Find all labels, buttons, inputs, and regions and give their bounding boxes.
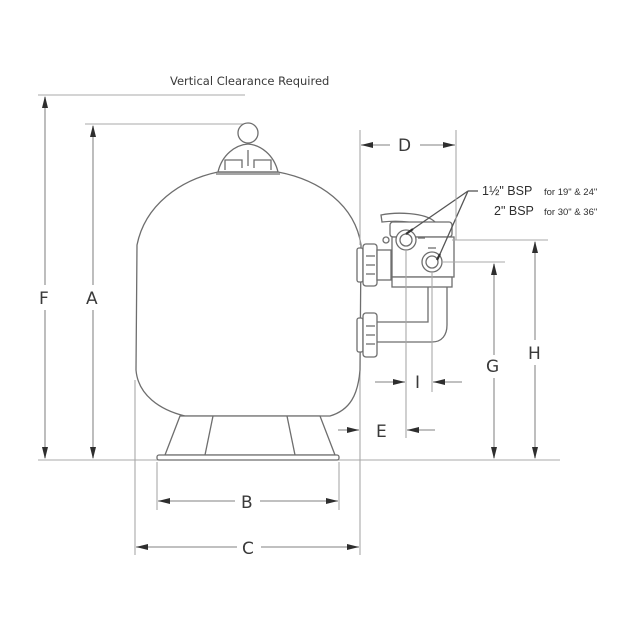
- pressure-gauge-knob: [237, 122, 259, 144]
- dimension-a: A: [86, 125, 98, 459]
- dimension-e: E: [338, 422, 435, 442]
- label-a: A: [86, 289, 98, 309]
- dimension-h: H: [528, 241, 541, 459]
- bsp-size-2: 2" BSP: [494, 204, 534, 218]
- dimension-f: F: [39, 96, 49, 459]
- bsp-note-1: for 19" & 24": [544, 187, 597, 198]
- filter-tank-body: [135, 171, 362, 417]
- label-e: E: [376, 422, 387, 442]
- bsp-callout-text: 1½" BSP for 19" & 24" 2" BSP for 30" & 3…: [482, 184, 597, 218]
- label-g: G: [486, 357, 499, 377]
- bsp-size-1: 1½" BSP: [482, 184, 532, 198]
- dimension-i: I: [375, 373, 462, 393]
- label-h: H: [528, 344, 541, 364]
- tank-top-closure: [216, 122, 280, 175]
- dimension-d: D: [359, 130, 457, 245]
- label-b: B: [241, 493, 253, 513]
- label-c: C: [242, 539, 254, 559]
- dimension-g: G: [486, 263, 499, 459]
- dimension-b: B: [156, 462, 340, 513]
- label-i: I: [415, 373, 420, 393]
- bsp-note-2: for 30" & 36": [544, 207, 597, 218]
- return-pipe: [377, 285, 448, 343]
- dimension-c: C: [136, 539, 359, 559]
- upper-union-fitting: [356, 243, 392, 287]
- bsp-callout-leaders: [405, 190, 478, 261]
- filter-base-stand: [156, 415, 340, 461]
- multiport-valve: [380, 212, 455, 288]
- label-d: D: [398, 136, 411, 156]
- lower-union-fitting: [356, 312, 378, 358]
- vertical-clearance-title: Vertical Clearance Required: [170, 74, 329, 88]
- label-f: F: [39, 289, 49, 309]
